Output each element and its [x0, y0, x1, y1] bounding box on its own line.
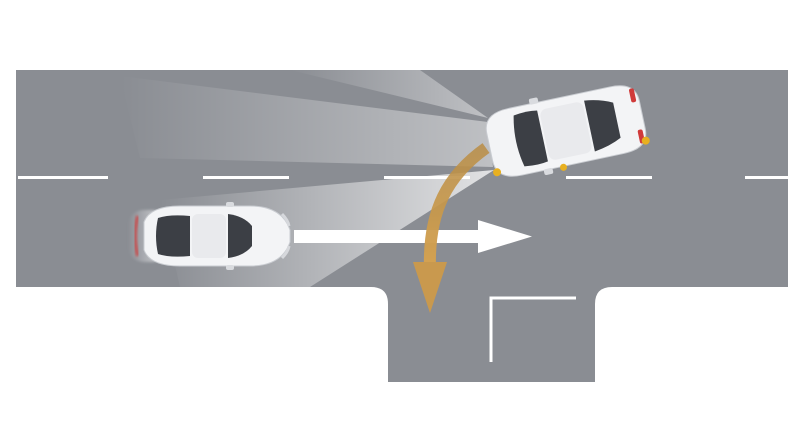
turning-car: [485, 85, 650, 177]
straight-arrow-head: [478, 220, 532, 253]
car-roof: [192, 214, 226, 258]
turn-indicator-front-left: [559, 163, 567, 171]
stop-line: [489, 296, 576, 362]
turn-arrow: [413, 143, 490, 313]
side-mirror: [528, 97, 539, 105]
car-roof: [540, 102, 592, 160]
windshield: [228, 214, 252, 258]
straight-arrow-shaft: [294, 230, 484, 243]
lane-dash: [745, 176, 788, 179]
side-mirror: [543, 168, 554, 176]
turn-indicator-front: [493, 168, 502, 177]
lane-dash: [18, 176, 108, 179]
turn-indicator-rear: [641, 136, 650, 145]
tail-light: [629, 88, 637, 103]
lane-dash: [566, 176, 652, 179]
side-mirror: [226, 265, 234, 270]
windshield: [513, 110, 548, 167]
oncoming-car: [128, 202, 291, 270]
headlight-beam-upper-right: [290, 70, 488, 118]
tail-light: [133, 215, 140, 257]
headlight: [280, 245, 291, 260]
rear-window: [584, 100, 621, 152]
headlight-beam-upper: [120, 76, 493, 167]
turn-arrow-path: [423, 143, 490, 271]
headlight: [280, 212, 291, 227]
lane-dash: [203, 176, 289, 179]
turn-arrow-head: [413, 262, 447, 313]
rear-window: [156, 215, 190, 257]
side-mirror: [226, 202, 234, 207]
